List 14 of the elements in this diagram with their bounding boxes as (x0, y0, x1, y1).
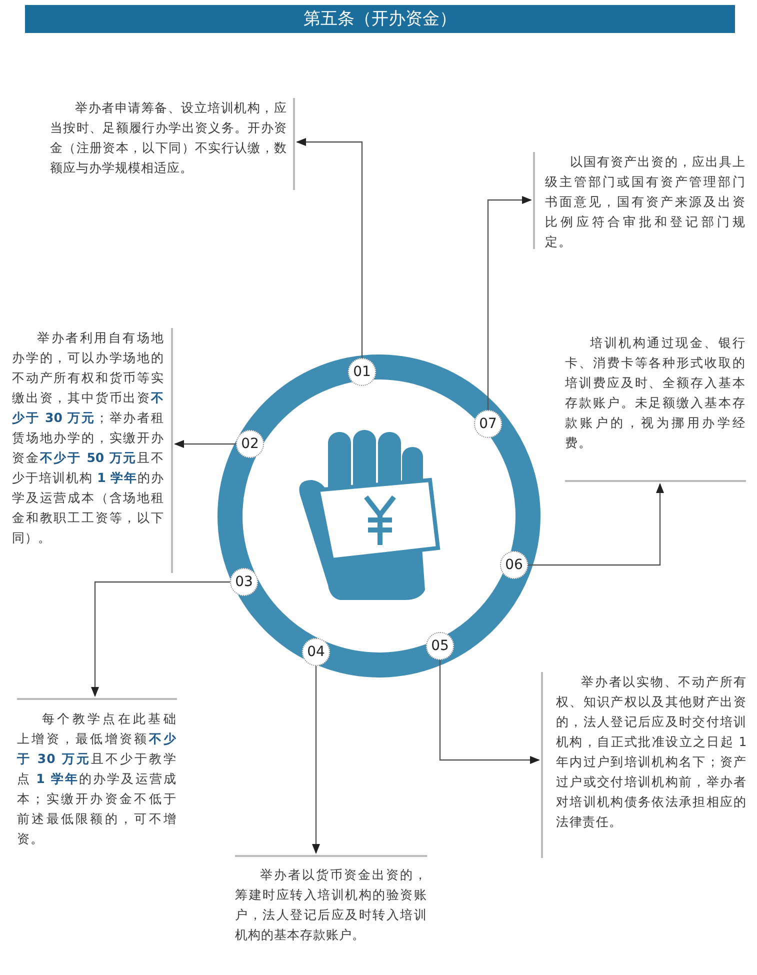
arrow (91, 581, 230, 697)
arrow (296, 138, 363, 358)
arrow (174, 440, 236, 448)
arrow (439, 660, 540, 764)
note-paragraph: 举办者以实物、不动产所有权、知识产权以及其他财产出资的，法人登记后应及时交付培训机构，自正式批准设立之日起 1 年内过户到培训机构名下；资产过户或交付培训机构前，举办者对培训机构债务依法承担相应的法律责任。 (541, 672, 747, 858)
title-banner: 第五条（开办资金） (25, 5, 735, 33)
arrow (528, 483, 664, 566)
note-paragraph: 培训机构通过现金、银行卡、消费卡等各种形式收取的培训费应及时、全额存入基本存款账户。未足额缴入基本存款账户的，视为挪用办学经费。 (565, 333, 746, 482)
arrow (312, 666, 320, 854)
note-paragraph: 举办者申请筹备、设立培训机构，应当按时、足额履行办学出资义务。开办资金（注册资本，以下同）不实行认缴，数额应与办学规模相适应。 (50, 98, 295, 190)
note-paragraph: 举办者利用自有场地办学的，可以办学场地的不动产所有权和货币等实缴出资，其中货币出资不少于 30 万元；举办者租赁场地办学的，实缴开办资金不少于 50 万元且不少于培训机构 1 学年的办学及运营成本（含场地租金和教职工工资等，以下同）。 (12, 328, 173, 573)
note-paragraph: 以国有资产出资的，应出具上级主管部门或国有资产管理部门书面意见，国有资产来源及出资比例应符合审批和登记部门规定。 (533, 152, 746, 249)
note-paragraph: 每个教学点在此基础上增资，最低增资额不少于 30 万元且不少于教学点 1 学年的办学及运营成本；实缴开办资金不低于前述最低限额的，可不增资。 (17, 698, 177, 848)
note-paragraph: 举办者以货币资金出资的，筹建时应转入培训机构的验资账户，法人登记后应及时转入培训机构的基本存款账户。 (235, 855, 427, 950)
